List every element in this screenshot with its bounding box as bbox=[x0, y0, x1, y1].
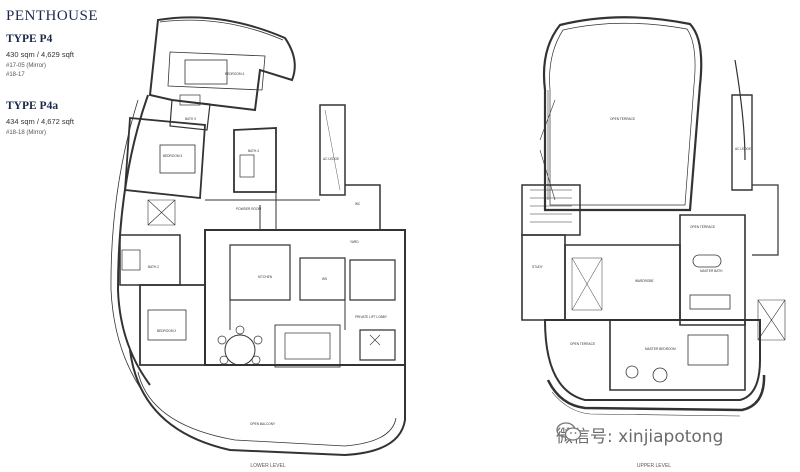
unit-type-p4-units-2: #18-17 bbox=[6, 72, 25, 78]
unit-type-p4-units-1: #17-05 (Mirror) bbox=[6, 63, 47, 69]
label-open-terrace-1: OPEN TERRACE bbox=[690, 225, 715, 229]
page-title: PENTHOUSE bbox=[6, 8, 99, 24]
label-ws: WS bbox=[322, 277, 327, 281]
lower-level-label: LOWER LEVEL bbox=[250, 463, 286, 469]
label-wc: WC bbox=[355, 202, 361, 206]
wechat-icon bbox=[556, 422, 582, 441]
label-upper-ac-ledge: AC LEDGE bbox=[735, 147, 751, 151]
unit-type-p4a: TYPE P4a bbox=[6, 100, 59, 112]
unit-type-p4-area: 430 sqm / 4,629 sqft bbox=[6, 50, 74, 59]
lower-level-plan bbox=[110, 16, 406, 457]
label-powder-room: POWDER ROOM bbox=[236, 207, 261, 211]
label-private-lift-lobby: PRIVATE LIFT LOBBY bbox=[355, 315, 388, 319]
upper-level-label: UPPER LEVEL bbox=[637, 463, 671, 469]
label-bath2: BATH 2 bbox=[148, 265, 159, 269]
label-open-terrace-2: OPEN TERRACE bbox=[570, 342, 595, 346]
label-bedroom4: BEDROOM 4 bbox=[225, 72, 244, 76]
label-master-bath: MASTER BATH bbox=[700, 269, 723, 273]
label-master-bedroom: MASTER BEDROOM bbox=[645, 347, 676, 351]
unit-type-p4a-units-1: #18-18 (Mirror) bbox=[6, 130, 47, 136]
label-ac-ledge: AC LEDGE bbox=[323, 157, 339, 161]
upper-level-plan bbox=[521, 16, 786, 417]
unit-type-p4a-area: 434 sqm / 4,672 sqft bbox=[6, 117, 74, 126]
label-study: STUDY bbox=[532, 265, 544, 269]
watermark-text: 微信号: xinjiapotong bbox=[556, 427, 724, 447]
lower-room-labels: BEDROOM 4 BEDROOM 3 BEDROOM 2 BATH 3 BAT… bbox=[148, 72, 388, 426]
label-kitchen: KITCHEN bbox=[258, 275, 273, 279]
label-wardrobe: WARDROBE bbox=[635, 279, 654, 283]
label-roof-terrace: OPEN TERRACE bbox=[610, 117, 635, 121]
label-bedroom2: BEDROOM 2 bbox=[157, 329, 176, 333]
label-balcony: OPEN BALCONY bbox=[250, 422, 276, 426]
unit-type-p4: TYPE P4 bbox=[6, 33, 53, 45]
label-bath3: BATH 3 bbox=[185, 117, 196, 121]
label-bedroom3: BEDROOM 3 bbox=[163, 154, 182, 158]
label-yard: YARD bbox=[350, 240, 359, 244]
label-bath4: BATH 4 bbox=[248, 149, 259, 153]
upper-room-labels: OPEN TERRACE AC LEDGE STUDY WARDROBE MAS… bbox=[532, 117, 751, 351]
watermark: 微信号: xinjiapotong bbox=[556, 422, 723, 447]
